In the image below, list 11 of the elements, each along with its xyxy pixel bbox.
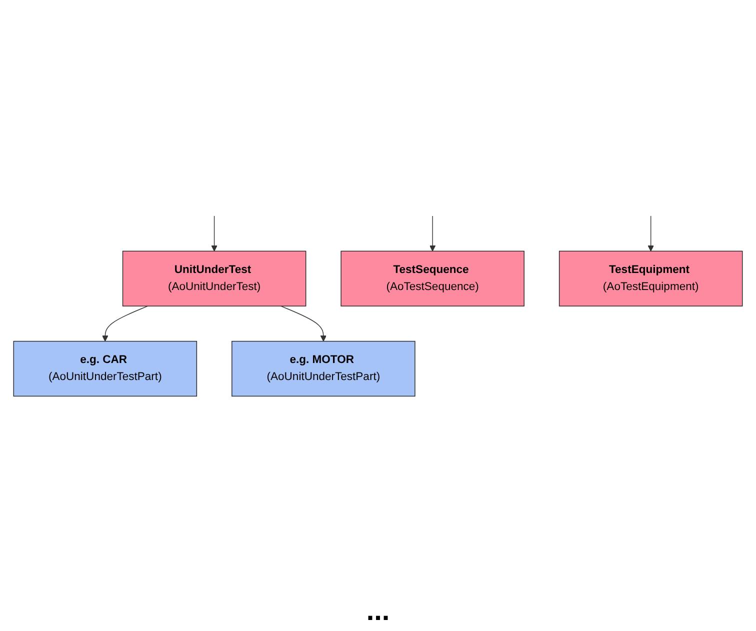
arrow [280, 306, 327, 342]
arrow [648, 216, 654, 252]
node-box: e.g. CAR (AoUnitUnderTestPart) [13, 340, 198, 397]
node-box: e.g. MOTOR (AoUnitUnderTestPart) [232, 340, 416, 397]
arrow [102, 306, 148, 342]
node-box: UnitUnderTest (AoUnitUnderTest) [122, 250, 306, 306]
ellipsis-note: ... [366, 595, 390, 627]
arrow [211, 216, 218, 252]
arrow [429, 216, 436, 252]
node-box: TestSequence (AoTestSequence) [340, 250, 524, 306]
node-box: TestEquipment (AoTestEquipment) [558, 250, 743, 306]
